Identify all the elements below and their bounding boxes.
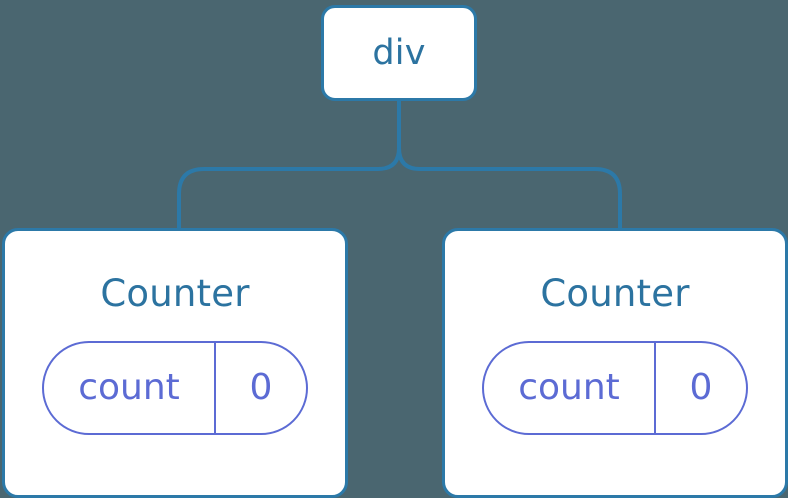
node-div-root[interactable]: div — [321, 5, 477, 101]
state-value-label: 0 — [689, 367, 713, 408]
connector-to-right-child — [397, 147, 622, 231]
state-value-label: 0 — [249, 367, 273, 408]
state-value-cell: 0 — [656, 343, 746, 433]
state-key-label: count — [518, 367, 620, 408]
node-counter-right[interactable]: Counter count 0 — [442, 228, 788, 498]
state-pill-count-right[interactable]: count 0 — [482, 341, 748, 435]
node-label-div: div — [372, 32, 426, 73]
node-label-counter: Counter — [540, 272, 690, 315]
node-counter-left[interactable]: Counter count 0 — [2, 228, 348, 498]
state-key-cell: count — [44, 343, 216, 433]
state-pill-count-left[interactable]: count 0 — [42, 341, 308, 435]
state-key-cell: count — [484, 343, 656, 433]
state-key-label: count — [78, 367, 180, 408]
node-label-counter: Counter — [100, 272, 250, 315]
state-value-cell: 0 — [216, 343, 306, 433]
connector-to-left-child — [177, 147, 401, 231]
